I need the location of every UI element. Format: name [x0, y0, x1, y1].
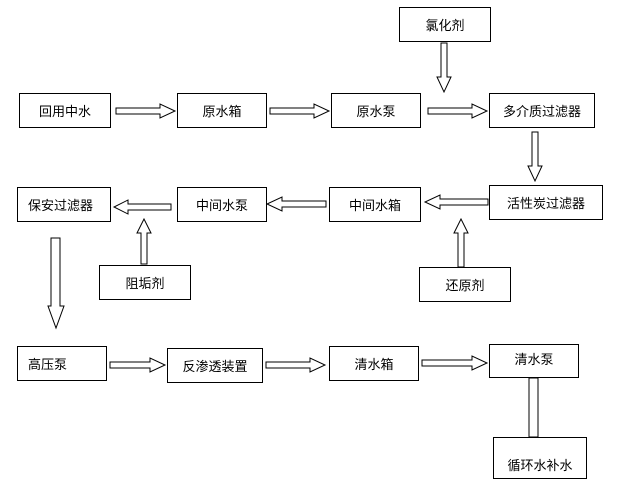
arrow-reducing-agent-up [453, 217, 469, 268]
node-clean-water-pump: 清水泵 [489, 344, 579, 378]
arrow-chlorinating-down [436, 42, 452, 94]
node-raw-water-pump: 原水泵 [331, 93, 421, 128]
node-multimedia-filter: 多介质过滤器 [489, 93, 595, 128]
arrow-intermediate-tank-to-pump [265, 196, 327, 212]
node-raw-water-tank: 原水箱 [177, 93, 267, 128]
node-chlorinating-agent: 氯化剂 [399, 7, 491, 42]
node-reducing-agent: 还原剂 [419, 267, 511, 302]
node-clean-water-tank: 清水箱 [329, 346, 419, 381]
arrow-multimedia-to-carbon [527, 131, 543, 183]
node-circulating-makeup: 循环水补水 [493, 437, 587, 479]
arrow-hp-pump-to-ro [109, 357, 167, 373]
node-activated-carbon-filter: 活性炭过滤器 [489, 185, 603, 220]
arrow-antiscalant-up [136, 217, 152, 265]
arrow-clean-tank-to-clean-pump [421, 355, 489, 371]
arrow-ro-to-clean-tank [265, 357, 327, 373]
node-antiscalant: 阻垢剂 [99, 265, 191, 300]
arrow-reclaimed-to-raw-tank [115, 103, 177, 119]
node-intermediate-tank: 中间水箱 [329, 187, 421, 222]
node-reverse-osmosis: 反渗透装置 [167, 348, 263, 383]
node-intermediate-pump: 中间水泵 [177, 187, 267, 222]
connector-clean-pump-to-makeup [528, 377, 539, 438]
arrow-raw-tank-to-raw-pump [269, 103, 331, 119]
arrow-intermediate-pump-to-security [112, 199, 172, 215]
node-high-pressure-pump: 高压泵 [17, 346, 107, 381]
arrow-security-to-hp-pump [47, 237, 65, 330]
node-reclaimed-water: 回用中水 [19, 93, 111, 128]
node-security-filter: 保安过滤器 [17, 187, 111, 222]
arrow-raw-pump-to-multimedia [427, 103, 489, 119]
arrow-carbon-to-intermediate-tank [423, 194, 489, 210]
